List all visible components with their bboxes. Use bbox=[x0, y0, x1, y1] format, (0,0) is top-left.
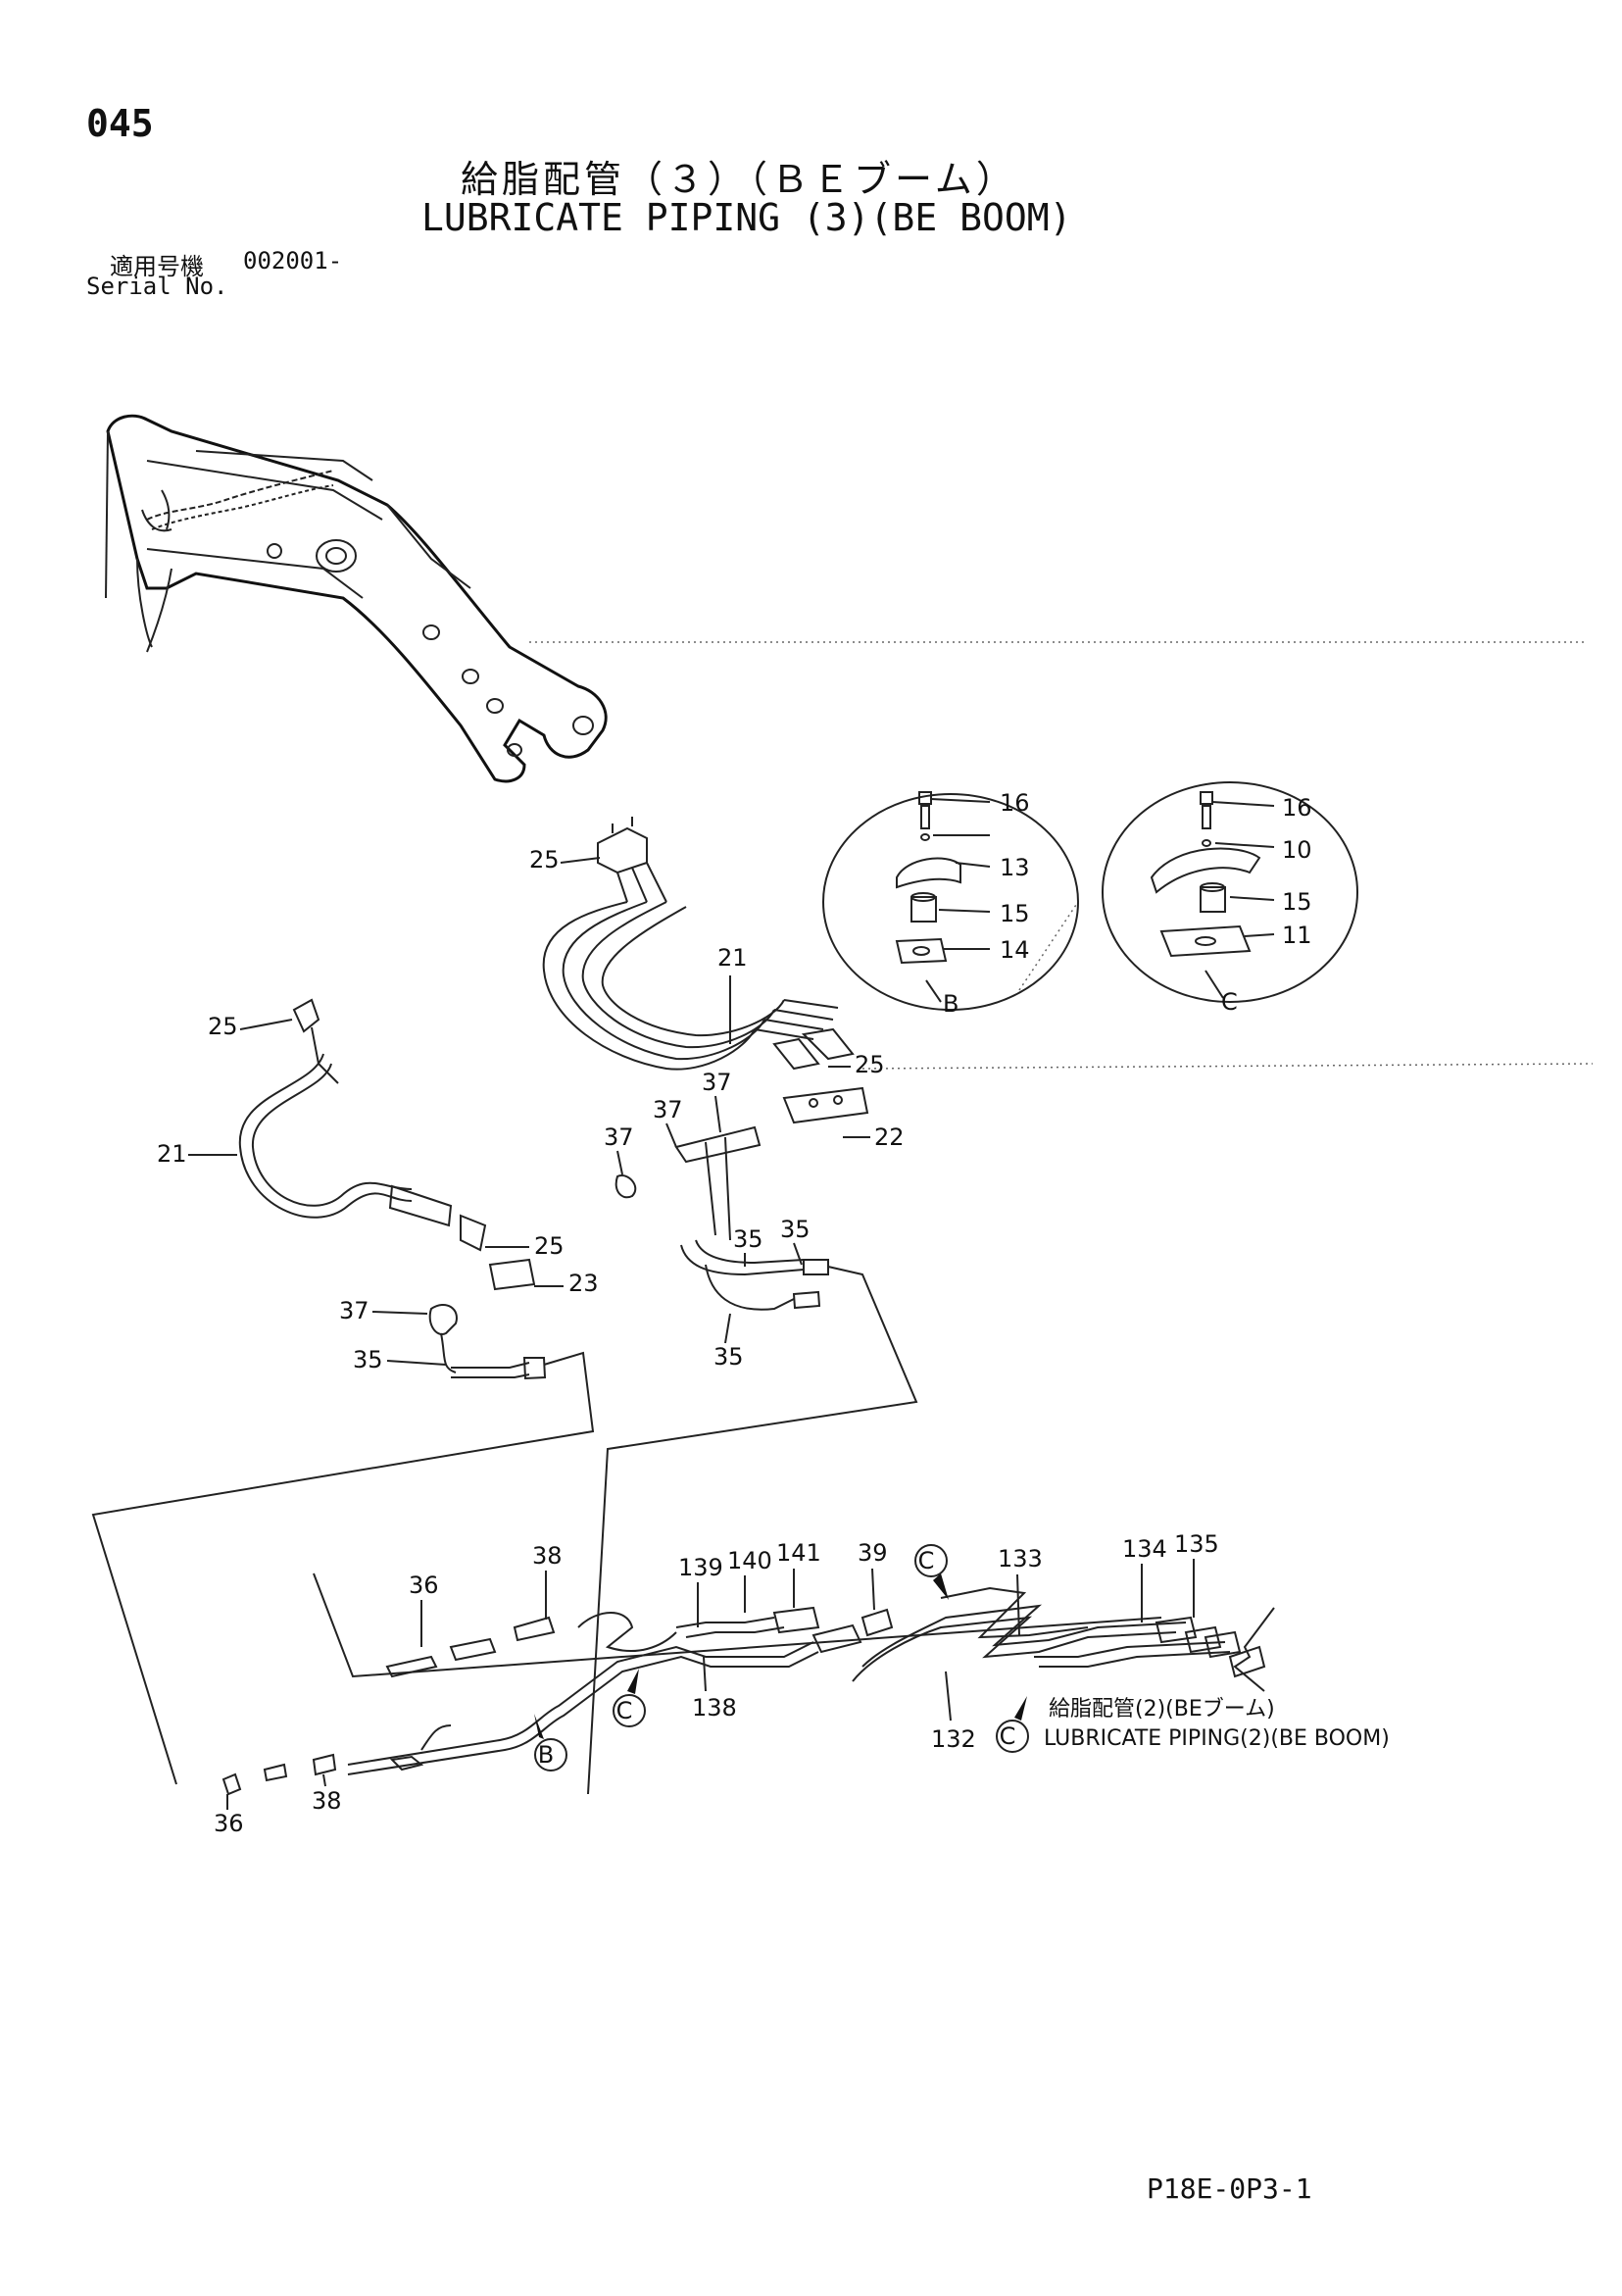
callout-35-b: 35 bbox=[780, 1216, 811, 1243]
callout-25-right: 25 bbox=[855, 1051, 885, 1078]
callout-37-left: 37 bbox=[604, 1123, 634, 1151]
callout-25-top: 25 bbox=[529, 846, 560, 873]
marker-c-right: C bbox=[1000, 1722, 1016, 1750]
detail-c: 16 10 15 11 C bbox=[1102, 781, 1358, 1016]
hose-assembly-right: 25 21 25 37 37 37 22 35 35 35 bbox=[529, 817, 1594, 1795]
callout-37-middle: 37 bbox=[653, 1096, 683, 1123]
document-code: P18E-0P3-1 bbox=[1147, 2172, 1312, 2205]
callout-134: 134 bbox=[1122, 1535, 1167, 1563]
detail-c-part-1: 16 bbox=[1282, 794, 1312, 822]
callout-38-top: 38 bbox=[532, 1542, 563, 1570]
detail-c-part-2: 10 bbox=[1282, 836, 1312, 864]
callout-37-upper: 37 bbox=[702, 1069, 732, 1096]
marker-b: B bbox=[538, 1741, 554, 1769]
callout-21-left: 21 bbox=[157, 1140, 187, 1168]
lower-piping: C C C B 38 36 139 140 141 39 133 134 135… bbox=[214, 1530, 1390, 1837]
callout-35-left-assembly: 35 bbox=[353, 1346, 383, 1373]
detail-b-part-1: 16 bbox=[1000, 789, 1030, 817]
page-title-jp: 給脂配管（３）（ＢＥブーム） bbox=[461, 158, 1017, 201]
detail-b-label: B bbox=[943, 990, 958, 1018]
callout-132: 132 bbox=[931, 1725, 976, 1753]
page-title-en: LUBRICATE PIPING (3)(BE BOOM) bbox=[421, 196, 1072, 239]
callout-25-left-top: 25 bbox=[208, 1013, 238, 1040]
page-number: 045 bbox=[86, 102, 154, 145]
callout-22: 22 bbox=[874, 1123, 905, 1151]
callout-25-left-bottom: 25 bbox=[534, 1232, 565, 1260]
detail-c-label: C bbox=[1221, 988, 1238, 1016]
serial-label-en: Serial No. bbox=[86, 273, 228, 300]
serial-value: 002001- bbox=[243, 247, 343, 275]
marker-c-top: C bbox=[918, 1547, 935, 1574]
callout-35-a: 35 bbox=[733, 1225, 763, 1253]
detail-c-part-3: 15 bbox=[1282, 888, 1312, 916]
boom-illustration bbox=[105, 414, 1588, 783]
hose-assembly-left: 25 21 25 23 37 35 bbox=[91, 998, 599, 1785]
callout-139: 139 bbox=[678, 1554, 723, 1581]
callout-36-top: 36 bbox=[409, 1572, 439, 1599]
callout-135: 135 bbox=[1174, 1530, 1219, 1558]
reference-note-en: LUBRICATE PIPING(2)(BE BOOM) bbox=[1044, 1726, 1390, 1751]
detail-c-part-4: 11 bbox=[1282, 922, 1312, 949]
callout-38-bottom: 38 bbox=[312, 1787, 342, 1815]
marker-c-left: C bbox=[616, 1697, 633, 1724]
detail-b-part-2: 13 bbox=[1000, 854, 1030, 881]
callout-23: 23 bbox=[568, 1270, 599, 1297]
detail-b: 16 13 15 14 B bbox=[822, 789, 1079, 1018]
callout-141: 141 bbox=[776, 1539, 821, 1567]
serial-label-jp: 適用号機 bbox=[110, 253, 204, 280]
callout-37-left-assembly: 37 bbox=[339, 1297, 369, 1324]
callout-138: 138 bbox=[692, 1694, 737, 1722]
detail-b-part-4: 14 bbox=[1000, 936, 1030, 964]
callout-140: 140 bbox=[727, 1547, 772, 1574]
callout-21-right: 21 bbox=[717, 944, 748, 972]
detail-b-part-3: 15 bbox=[1000, 900, 1030, 927]
callout-35-c: 35 bbox=[713, 1343, 744, 1371]
callout-39: 39 bbox=[858, 1539, 888, 1567]
callout-133: 133 bbox=[998, 1545, 1043, 1572]
callout-36-bottom: 36 bbox=[214, 1810, 244, 1837]
reference-note-jp: 給脂配管(2)(BEブーム) bbox=[1049, 1697, 1275, 1722]
